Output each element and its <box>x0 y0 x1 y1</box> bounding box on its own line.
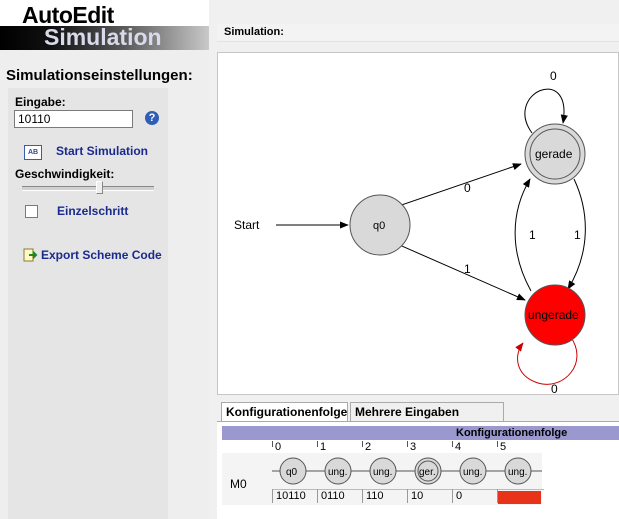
configuration-states: q0 ung. ung. ger. ung. ung. <box>272 457 542 485</box>
automaton-diagram: Start 0 0 1 1 1 0 q0 gerade ungerade <box>234 69 586 396</box>
single-step-label[interactable]: Einzelschritt <box>57 204 129 218</box>
column-tick <box>272 441 273 447</box>
logo-gradient-bar <box>0 26 209 50</box>
start-label: Start <box>234 218 260 232</box>
settings-heading: Simulationseinstellungen: <box>6 67 193 84</box>
cell-divider <box>272 489 273 503</box>
config-state-0 <box>279 457 307 485</box>
transition-label-ungerade-gerade: 1 <box>529 228 536 242</box>
state-label-gerade: gerade <box>535 147 573 161</box>
transition-q0-gerade <box>380 163 522 213</box>
simulation-header <box>217 24 619 42</box>
tab-configuration-sequence[interactable]: Konfigurationenfolge <box>221 402 348 422</box>
remaining-input-cell: 110 <box>366 490 384 502</box>
cell-divider <box>362 489 363 503</box>
tab-multiple-inputs[interactable]: Mehrere Eingaben prüfen <box>350 402 504 437</box>
help-icon[interactable]: ? <box>145 111 159 125</box>
column-index: 4 <box>455 441 462 453</box>
app-logo-title: AutoEdit <box>22 2 114 28</box>
remaining-input-divider <box>272 489 544 490</box>
column-index: 5 <box>500 441 507 453</box>
state-label-ungerade: ungerade <box>528 308 579 322</box>
config-state-label: ung. <box>463 467 482 478</box>
config-state-3-accept-ring <box>417 460 439 482</box>
input-field[interactable]: 10110 <box>14 110 133 128</box>
export-scheme-link[interactable]: Export Scheme Code <box>41 248 162 262</box>
transition-ungerade-gerade <box>514 178 532 292</box>
cell-divider <box>452 489 453 503</box>
remaining-input-cell: 0110 <box>321 490 345 502</box>
tab-divider <box>217 421 619 422</box>
simulation-title: Simulation: <box>224 26 284 38</box>
cell-divider <box>407 489 408 503</box>
column-index: 0 <box>275 441 282 453</box>
config-state-5 <box>504 457 532 485</box>
transition-label-gerade-gerade: 0 <box>550 69 557 83</box>
remaining-input-cell: 0 <box>456 490 463 502</box>
remaining-input-cell: 10110 <box>276 490 306 502</box>
state-gerade[interactable] <box>524 123 586 185</box>
config-state-3 <box>414 457 442 485</box>
transition-gerade-ungerade <box>567 178 586 290</box>
logo-background <box>0 0 209 26</box>
automaton-canvas[interactable]: Start 0 0 1 1 1 0 q0 gerade ungerade <box>217 52 619 396</box>
state-q0[interactable] <box>349 194 411 256</box>
speed-slider-thumb[interactable] <box>95 181 103 194</box>
single-step-checkbox[interactable] <box>25 205 38 218</box>
column-index: 1 <box>320 441 327 453</box>
transition-q0-ungerade <box>378 235 526 301</box>
column-tick <box>317 441 318 447</box>
transition-label-q0-gerade: 0 <box>464 181 471 195</box>
start-simulation-icon[interactable]: AB <box>24 145 42 160</box>
column-tick <box>362 441 363 447</box>
export-icon[interactable] <box>23 248 38 262</box>
row-label: M0 <box>230 477 247 491</box>
configuration-header-bar <box>222 426 619 440</box>
state-gerade-accept-ring <box>529 128 581 180</box>
settings-panel: AutoEdit Simulation Simulationseinstellu… <box>0 0 209 519</box>
state-label-q0: q0 <box>373 220 385 232</box>
remaining-input-cell: 10 <box>411 490 424 502</box>
start-simulation-link[interactable]: Start Simulation <box>56 144 149 158</box>
column-tick <box>407 441 408 447</box>
column-index: 3 <box>410 441 417 453</box>
cell-divider <box>317 489 318 503</box>
speed-label: Geschwindigkeit: <box>15 167 115 181</box>
column-index: 2 <box>365 441 372 453</box>
app-logo-subtitle: Simulation <box>44 24 162 50</box>
config-state-label: ung. <box>508 467 527 478</box>
transition-label-gerade-ungerade: 1 <box>574 228 581 242</box>
transition-gerade-gerade <box>524 88 568 134</box>
config-state-label: ung. <box>328 467 347 478</box>
transition-label-ungerade-ungerade: 0 <box>551 382 558 396</box>
input-label: Eingabe: <box>15 95 66 109</box>
column-tick <box>452 441 453 447</box>
config-state-1 <box>324 457 352 485</box>
speed-slider-track[interactable] <box>22 186 154 191</box>
configuration-header: Konfigurationenfolge <box>456 427 568 439</box>
state-ungerade[interactable] <box>524 284 586 346</box>
config-state-4 <box>459 457 487 485</box>
config-state-label: ger. <box>419 467 436 478</box>
transition-label-q0-ungerade: 1 <box>464 262 471 276</box>
config-state-2 <box>369 457 397 485</box>
cell-divider <box>497 489 498 503</box>
result-cell-rejected <box>498 491 541 504</box>
column-tick <box>497 441 498 447</box>
transition-ungerade-ungerade <box>515 335 578 385</box>
config-state-label: ung. <box>373 467 392 478</box>
config-state-label: q0 <box>286 467 298 478</box>
